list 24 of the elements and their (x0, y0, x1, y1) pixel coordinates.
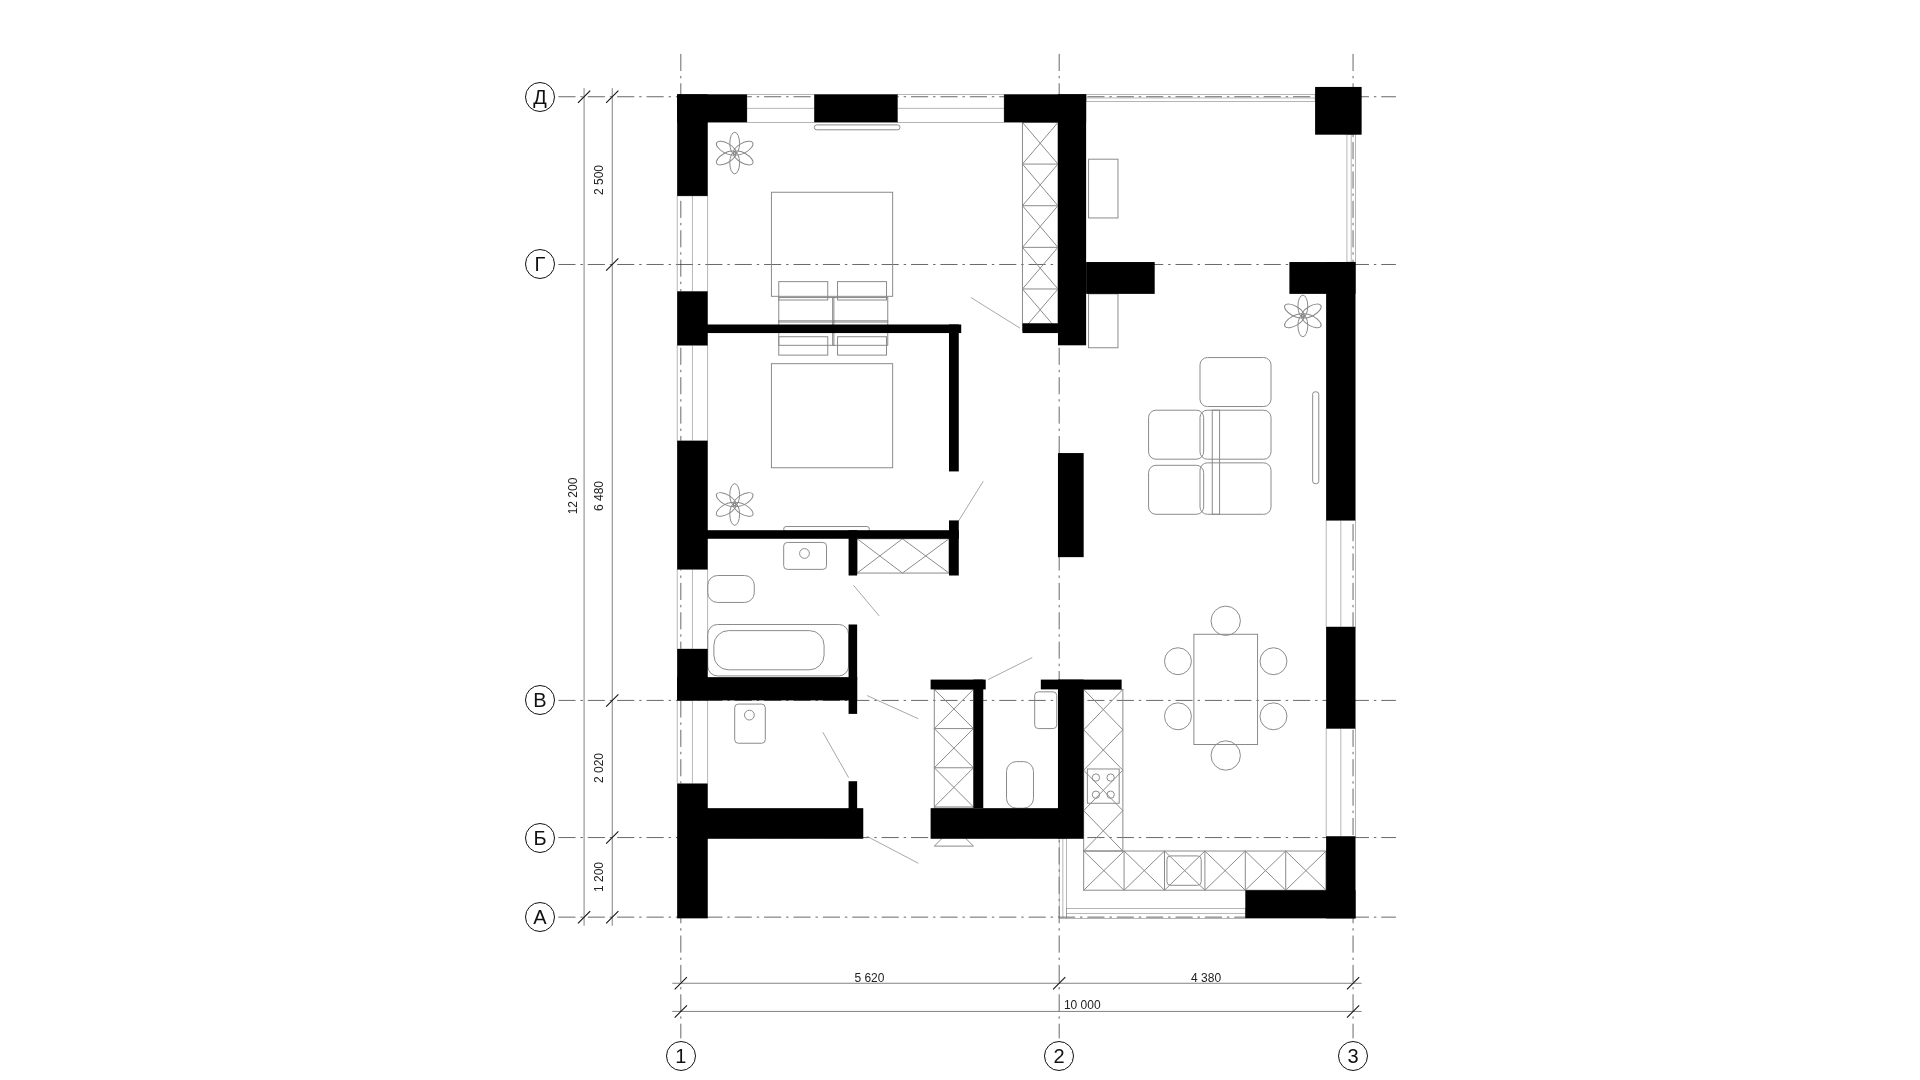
axis-label: 1 (675, 1045, 687, 1066)
axis-label: Д (533, 86, 547, 107)
axis-bubble (1338, 1040, 1369, 1071)
axis-bubble (1044, 1040, 1075, 1071)
axis-label: Б (533, 827, 547, 848)
axis-bubble (525, 685, 555, 716)
axis-label: Г (534, 254, 546, 275)
axis-label: В (533, 690, 547, 711)
axis-label: 2 (1053, 1045, 1065, 1066)
dimension-text: 2 500 (592, 165, 605, 195)
axis-bubble (525, 81, 555, 112)
axis-label: 3 (1347, 1045, 1359, 1066)
dimension-text: 1 200 (592, 861, 605, 892)
dimension-text: 10 000 (1063, 999, 1101, 1012)
dimension-text: 4 380 (1191, 972, 1222, 985)
axis-bubble (665, 1040, 696, 1071)
dimension-text: 2 020 (592, 752, 605, 783)
dimension-text: 12 200 (566, 477, 579, 515)
axis-bubble (525, 902, 555, 933)
axis-bubble (525, 249, 555, 280)
dimension-text: 6 480 (592, 480, 605, 511)
dimension-text: 5 620 (854, 972, 885, 985)
axis-bubble (525, 822, 555, 853)
axis-label: А (533, 907, 547, 928)
